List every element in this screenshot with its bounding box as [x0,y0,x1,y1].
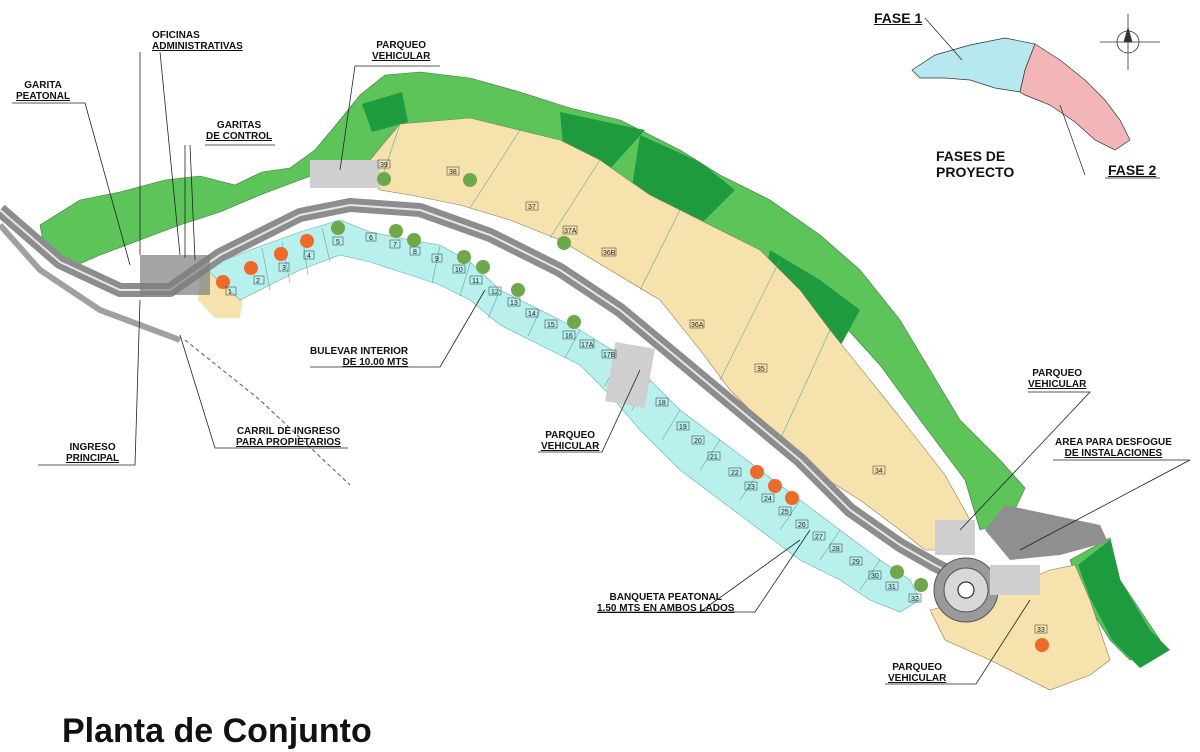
svg-text:17B: 17B [603,352,616,359]
lot-labels: 1 2 3 4 5 6 7 8 9 10 11 12 13 14 15 16 1… [225,159,1048,634]
parking-bottom [990,565,1040,595]
svg-text:1: 1 [228,289,232,296]
svg-text:10: 10 [455,267,463,274]
svg-text:25: 25 [781,509,789,516]
north-arrow-icon [1100,14,1160,70]
desfogue-area [985,505,1108,560]
label-fase-1: FASE 1 [874,10,923,26]
leader-lines [12,51,1191,685]
label-fase-2: FASE 2 [1108,162,1157,178]
parking-right [935,520,975,555]
svg-text:28: 28 [832,546,840,553]
svg-text:11: 11 [472,278,479,285]
parking-mid [605,341,655,409]
svg-text:36B: 36B [603,250,616,257]
svg-text:16: 16 [565,333,573,340]
svg-text:22: 22 [731,470,739,477]
svg-text:34: 34 [875,468,883,475]
roundabout-center [957,581,975,599]
phase-2-shape [1019,43,1131,151]
svg-text:19: 19 [679,424,687,431]
svg-text:38: 38 [449,169,457,176]
svg-text:6: 6 [369,235,373,242]
green-area-dark-5 [1078,540,1170,668]
svg-text:39: 39 [380,162,388,169]
svg-text:5: 5 [336,239,340,246]
control-gates [140,255,210,295]
svg-text:36A: 36A [691,322,704,329]
svg-text:21: 21 [710,454,718,461]
svg-text:23: 23 [747,484,755,491]
svg-text:15: 15 [547,322,555,329]
svg-text:26: 26 [798,522,806,529]
svg-text:20: 20 [694,438,702,445]
svg-text:37A: 37A [564,228,577,235]
green-area-dark-1 [362,92,408,132]
svg-text:4: 4 [307,253,311,260]
svg-text:27: 27 [815,534,823,541]
lot-dividers [261,227,881,591]
svg-text:2: 2 [256,278,260,285]
svg-text:33: 33 [1037,627,1045,634]
entry-road [0,223,182,343]
svg-text:9: 9 [435,256,439,263]
svg-text:7: 7 [393,242,397,249]
svg-text:14: 14 [528,311,536,318]
svg-text:37: 37 [528,204,536,211]
phase-1-shape [911,37,1036,93]
trees [216,172,1049,652]
svg-text:29: 29 [852,559,860,566]
beige-lot-dividers [377,123,831,441]
svg-text:13: 13 [510,300,518,307]
svg-text:32: 32 [911,596,919,603]
svg-text:35: 35 [757,366,765,373]
phase-leader-1 [924,17,963,61]
svg-text:3: 3 [282,265,286,272]
svg-text:17A: 17A [581,342,594,349]
svg-text:18: 18 [658,400,666,407]
svg-text:30: 30 [871,573,879,580]
svg-text:31: 31 [888,584,896,591]
svg-text:12: 12 [491,289,499,296]
parking-top [310,160,380,188]
entry-dashed [184,339,351,486]
svg-text:24: 24 [764,496,772,503]
page-title: Planta de Conjunto [62,712,372,750]
svg-text:8: 8 [413,249,417,256]
phase-leader-2 [1059,104,1086,176]
